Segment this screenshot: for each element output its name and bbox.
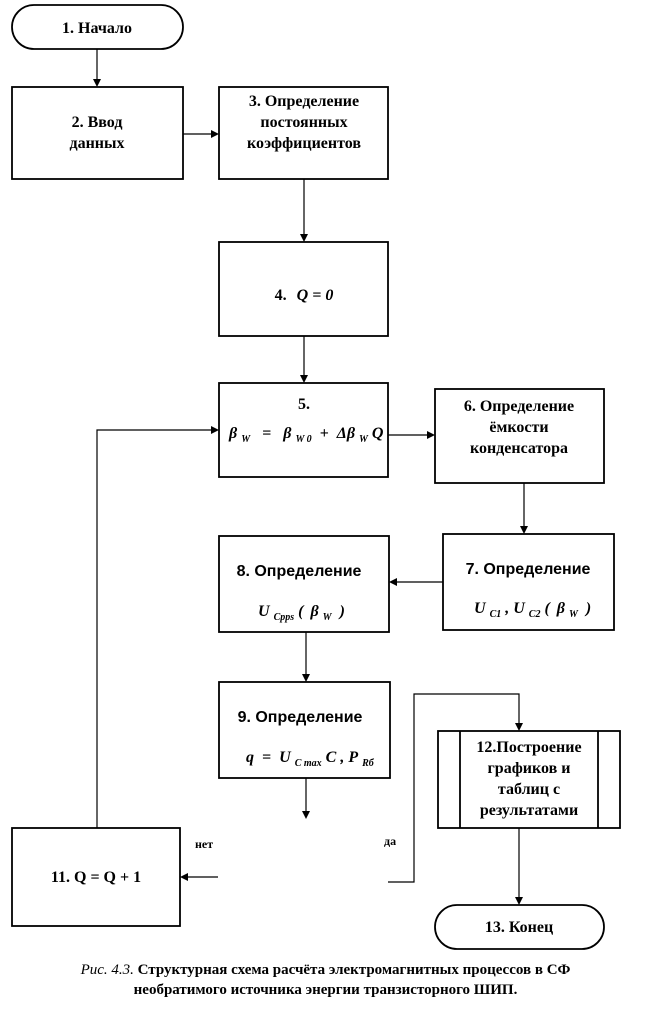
block-7-paren-open: ( — [544, 600, 551, 617]
block-4-text: 4. Q = 0 — [275, 287, 334, 304]
caption-figure-number: Рис. 4.3. — [80, 962, 134, 978]
block-5-beta0: β — [282, 425, 292, 442]
block-5-dbeta: Δβ — [336, 425, 356, 442]
block-2-line-1: 2. Ввод — [72, 114, 123, 131]
block-7-comma: , — [504, 600, 509, 617]
block-9-u: U — [279, 749, 292, 766]
block-8-ucpps: 8. Определение U Cpps ( β W ) — [218, 535, 390, 633]
arrowhead — [211, 426, 219, 434]
block-8-u: U — [258, 603, 271, 620]
block-6-line-1: 6. Определение — [464, 398, 574, 415]
block-2-input: 2. Ввод данных — [11, 86, 184, 180]
block-8-title: 8. Определение — [237, 563, 362, 580]
block-4-q-init: 4. Q = 0 — [218, 241, 389, 337]
block-7-u2: U — [513, 600, 526, 617]
arrowhead — [300, 375, 308, 383]
connectors — [93, 49, 528, 905]
block-13-label: 13. Конец — [485, 919, 553, 936]
block-6-line-2: ёмкости — [489, 419, 548, 436]
arrowhead — [211, 130, 219, 138]
block-9-p-sub: Rб — [361, 758, 375, 769]
block-12-line-1: 12.Построение — [476, 739, 581, 756]
block-9-q: 9. Определение q = U C max C , P Rб — [218, 681, 391, 779]
block-7-u1: U — [474, 600, 487, 617]
block-11-q-increment: 11. Q = Q + 1 — [11, 827, 181, 927]
block-7-uc: 7. Определение U C1 , U C2 ( β W ) — [442, 533, 615, 631]
block-9-c: C — [326, 749, 337, 766]
block-3-line-3: коэффициентов — [247, 135, 361, 152]
block-6-capacitance: 6. Определение ёмкости конденсатора — [434, 388, 605, 484]
block-3-line-1: 3. Определение — [249, 93, 359, 110]
block-5-formula: β W = β W 0 + Δβ W Q — [228, 425, 384, 446]
block-7-beta-sub: W — [569, 609, 579, 620]
caption-line-1: Рис. 4.3. Структурная схема расчёта элек… — [0, 960, 651, 980]
arrowhead — [180, 873, 188, 881]
block-1-label: 1. Начало — [62, 20, 132, 37]
block-9-p: P — [347, 749, 358, 766]
block-11-label: 11. Q = Q + 1 — [51, 869, 141, 886]
figure-caption: Рис. 4.3. Структурная схема расчёта элек… — [0, 960, 651, 1000]
block-8-paren-open: ( — [298, 603, 305, 620]
block-1-start: 1. Начало — [11, 4, 184, 50]
block-7-beta: β — [556, 600, 566, 617]
block-3-line-2: постоянных — [260, 114, 347, 131]
block-9-q: q — [246, 749, 254, 766]
block-8-u-sub: Cpps — [274, 612, 295, 623]
block-5-q: Q — [372, 425, 384, 442]
arrowhead — [520, 526, 528, 534]
block-5-beta-sub: W — [241, 434, 251, 445]
block-9-comma: , — [339, 749, 344, 766]
branch-label-no: нет — [195, 837, 213, 851]
block-5-eq: = — [262, 425, 271, 442]
block-4-number: 4. — [275, 287, 287, 304]
arrowhead — [302, 811, 310, 819]
block-5-beta: 5. β W = β W 0 + Δβ W Q — [218, 382, 389, 478]
arrowhead — [302, 674, 310, 682]
block-5-beta: β — [228, 425, 238, 442]
arrowhead — [515, 897, 523, 905]
block-12-line-3: таблиц с — [498, 781, 560, 798]
arrowhead — [389, 578, 397, 586]
block-13-end: 13. Конец — [434, 904, 605, 950]
arrowhead — [93, 79, 101, 87]
block-3-constants: 3. Определение постоянных коэффициентов — [218, 86, 389, 180]
arrowhead — [515, 723, 523, 731]
block-5-beta0-sub: W 0 — [295, 434, 311, 445]
block-8-beta-sub: W — [323, 612, 333, 623]
arrowhead — [300, 234, 308, 242]
block-7-c2-sub: C2 — [529, 609, 541, 620]
block-9-u-sub: C max — [295, 758, 322, 769]
block-8-beta: β — [309, 603, 319, 620]
block-6-line-3: конденсатора — [470, 440, 568, 457]
block-7-title: 7. Определение — [466, 561, 591, 578]
block-5-number: 5. — [298, 396, 310, 413]
block-2-line-2: данных — [69, 135, 124, 152]
block-9-title: 9. Определение — [238, 709, 363, 726]
block-12-line-2: графиков и — [488, 760, 571, 777]
block-8-paren-close: ) — [338, 603, 345, 620]
block-8-formula: U Cpps ( β W ) — [258, 603, 345, 624]
block-9-eq: = — [262, 749, 271, 766]
block-12-line-4: результатами — [480, 802, 578, 819]
block-5-plus: + — [320, 425, 329, 442]
arrowhead — [427, 431, 435, 439]
block-7-paren-close: ) — [584, 600, 591, 617]
block-5-dbeta-sub: W — [359, 434, 369, 445]
caption-text-2: необратимого источника энергии транзисто… — [133, 982, 518, 998]
connector-11-loop-5 — [96, 429, 213, 828]
caption-text-1: Структурная схема расчёта электромагнитн… — [137, 962, 571, 978]
block-9-formula: q = U C max C , P Rб — [246, 749, 375, 770]
branch-label-yes: да — [384, 834, 396, 848]
connector-yes-12 — [388, 693, 520, 883]
block-12-output: 12.Построение графиков и таблиц с резуль… — [437, 730, 621, 829]
block-4-formula: Q = 0 — [297, 287, 334, 304]
block-7-c1-sub: C1 — [490, 609, 502, 620]
block-7-formula: U C1 , U C2 ( β W ) — [474, 600, 591, 621]
